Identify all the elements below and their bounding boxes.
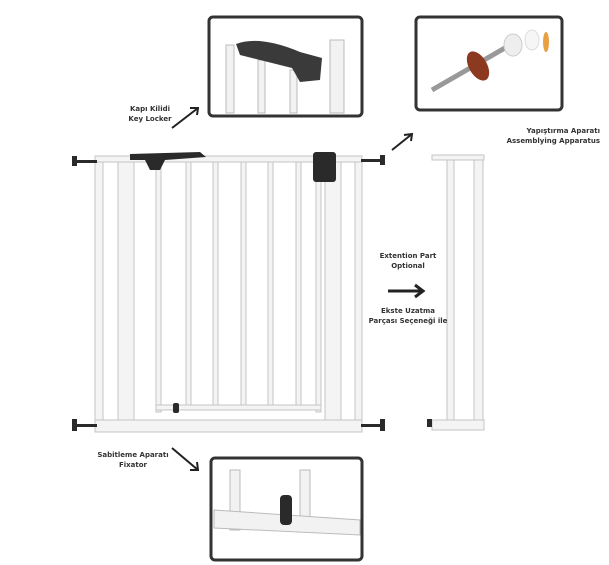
bottom-rail (94, 419, 363, 433)
gate-hardware (72, 152, 385, 431)
hinge-block (313, 152, 336, 182)
outer-left-post (94, 159, 104, 431)
gate-bar (267, 161, 274, 408)
arrow-icon (171, 107, 426, 471)
label-en2: Optional (391, 262, 425, 270)
inset-assembly-apparatus (414, 15, 564, 112)
door-bottom-bar (155, 404, 322, 411)
assembly-label: Yapıştırma Aparatı Assemblying Apparatus (460, 126, 600, 146)
label-tr: Ekste Uzatma (381, 307, 435, 315)
inset-fixator (209, 456, 364, 562)
label-en: Extention Part (379, 252, 437, 260)
gate-bar (295, 161, 302, 408)
fixator-knob (380, 419, 385, 431)
label-en: Assemblying Apparatus (506, 137, 600, 145)
extension-label-tr: Ekste Uzatma Parçası Seçeneği ile (358, 306, 458, 326)
foot-pedal (173, 403, 179, 413)
label-tr: Yapıştırma Aparatı (526, 127, 600, 135)
gate-bar (185, 161, 192, 408)
label-en: Fixator (118, 461, 148, 469)
inner-left-post (117, 159, 135, 423)
fixator-knob (72, 419, 77, 431)
key-locker (130, 152, 206, 170)
label-tr: Kapı Kilidi (129, 105, 171, 113)
gate-bar (240, 161, 247, 408)
safety-gate (94, 155, 363, 433)
fixator-knob (380, 155, 385, 165)
gate-bar (212, 161, 219, 408)
label-tr2: Parçası Seçeneği ile (368, 317, 448, 325)
inner-right-post (324, 159, 342, 423)
extension-label-en: Extention Part Optional (358, 251, 458, 271)
extension-part (431, 154, 485, 431)
fixator-label: Sabitleme Aparatı Fixator (88, 450, 178, 470)
inset-key-locker (207, 15, 364, 118)
label-tr: Sabitleme Aparatı (97, 451, 169, 459)
gate-bar (155, 161, 162, 413)
key-locker-label: Kapı Kilidi Key Locker (110, 104, 190, 124)
gate-bar (315, 161, 322, 413)
outer-right-post (354, 159, 363, 431)
label-en: Key Locker (128, 115, 172, 123)
fixator-knob (72, 156, 77, 166)
